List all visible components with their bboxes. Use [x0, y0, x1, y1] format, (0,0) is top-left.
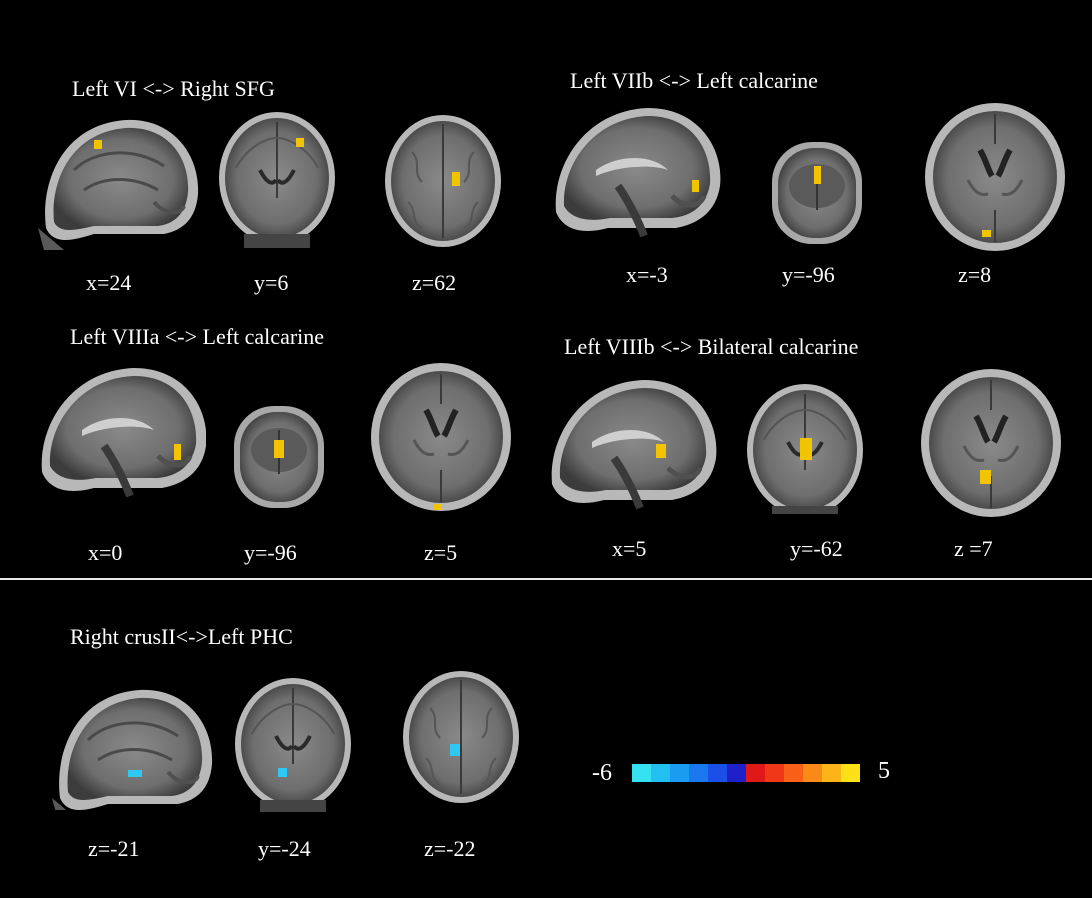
- colorbar-swatch: [841, 764, 860, 782]
- panel-4-axial-slice: [918, 366, 1064, 520]
- panel-4-coord-3: z =7: [954, 536, 993, 561]
- colorbar-swatch: [670, 764, 689, 782]
- activation-blob: [982, 230, 991, 237]
- panel-2-coronal-slice: [771, 141, 863, 245]
- activation-blob: [274, 440, 284, 458]
- panel-4-sagittal-slice: [544, 372, 726, 516]
- panel-2-coord-2: y=-96: [782, 262, 835, 287]
- panel-1-axial-slice: [384, 114, 502, 248]
- colorbar-swatch: [632, 764, 651, 782]
- colorbar-min-label: -6: [592, 760, 612, 786]
- panel-5-sagittal-slice: [50, 687, 215, 810]
- activation-blob: [434, 504, 442, 510]
- panel-1-coronal-slice: [217, 110, 337, 250]
- panel-3-sagittal-slice: [34, 360, 206, 510]
- activation-blob: [278, 768, 287, 777]
- panel-1-coord-3: z=62: [412, 270, 457, 295]
- panel-3-axial-slice: [368, 360, 514, 515]
- panel-2-sagittal-slice: [548, 100, 724, 245]
- panel-4-title: Left VIIIb <-> Bilateral calcarine: [564, 334, 859, 359]
- colorbar-max-label: 5: [878, 758, 890, 784]
- panel-3-coord-1: x=0: [88, 540, 123, 565]
- activation-blob: [94, 140, 102, 149]
- colorbar-swatch: [727, 764, 746, 782]
- colorbar-swatch: [746, 764, 765, 782]
- panel-5-coord-1: z=-21: [88, 836, 140, 861]
- section-divider: [0, 578, 1092, 580]
- panel-4-coord-1: x=5: [612, 536, 647, 561]
- panel-1-sagittal-slice: [36, 117, 201, 250]
- activation-blob: [692, 180, 699, 192]
- panel-4-coord-2: y=-62: [790, 536, 843, 561]
- panel-5-axial-slice: [402, 670, 520, 804]
- panel-3-coronal-slice: [233, 405, 325, 509]
- panel-2-coord-1: x=-3: [626, 262, 668, 287]
- colorbar-swatch: [765, 764, 784, 782]
- activation-blob: [452, 172, 460, 186]
- panel-1-coord-2: y=6: [254, 270, 289, 295]
- panel-4-coronal-slice: [745, 382, 865, 514]
- activation-blob: [128, 770, 142, 777]
- panel-5-coronal-slice: [233, 676, 352, 812]
- activation-blob: [814, 166, 821, 184]
- colorbar-swatch: [651, 764, 670, 782]
- panel-2-axial-slice: [922, 100, 1068, 255]
- panel-2-title: Left VIIb <-> Left calcarine: [570, 68, 818, 93]
- colorbar: [632, 764, 860, 782]
- colorbar-swatch: [689, 764, 708, 782]
- panel-3-coord-2: y=-96: [244, 540, 297, 565]
- panel-5-coord-2: y=-24: [258, 836, 311, 861]
- colorbar-swatch: [803, 764, 822, 782]
- panel-2-coord-3: z=8: [958, 262, 992, 287]
- activation-blob: [296, 138, 304, 147]
- panel-3-coord-3: z=5: [424, 540, 458, 565]
- panel-1-coord-1: x=24: [86, 270, 132, 295]
- panel-5-coord-3: z=-22: [424, 836, 476, 861]
- panel-1-title: Left VI <-> Right SFG: [72, 76, 275, 101]
- activation-blob: [800, 438, 812, 460]
- activation-blob: [980, 470, 991, 484]
- activation-blob: [174, 444, 181, 460]
- colorbar-swatch: [822, 764, 841, 782]
- colorbar-swatch: [784, 764, 803, 782]
- panel-5-title: Right crusII<->Left PHC: [70, 624, 293, 649]
- activation-blob: [450, 744, 460, 756]
- activation-blob: [656, 444, 666, 458]
- colorbar-swatch: [708, 764, 727, 782]
- panel-3-title: Left VIIIa <-> Left calcarine: [70, 324, 325, 349]
